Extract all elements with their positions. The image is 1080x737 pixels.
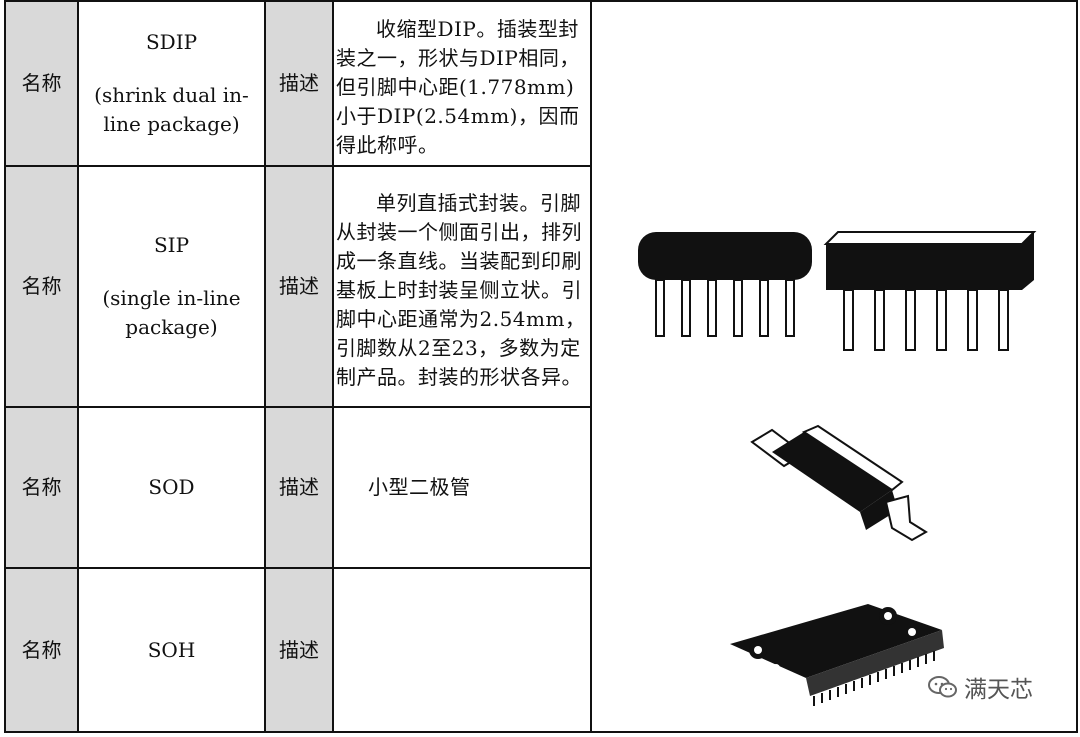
package-illustrations	[638, 231, 1037, 706]
description-text: 小型二极管	[368, 475, 471, 499]
package-name-cell: SIP (single in-line package)	[77, 165, 266, 408]
table-row: 名称 SOD 描述 小型二极管	[4, 406, 1077, 569]
desc-label: 描述	[264, 567, 334, 733]
package-full-name: (shrink dual in-line package)	[94, 83, 249, 136]
package-code: SOH	[147, 637, 196, 662]
description-cell	[332, 567, 592, 733]
table-row: 名称 SDIP (shrink dual in-line package) 描述…	[4, 0, 1078, 733]
description-cell: 单列直插式封装。引脚从封装一个侧面引出，排列成一条直线。当装配到印刷基板上时封装…	[332, 165, 592, 408]
image-cell	[590, 0, 1078, 733]
name-label: 名称	[4, 567, 79, 733]
soh-package-illustration	[730, 604, 944, 706]
desc-label: 描述	[264, 406, 334, 569]
package-name-cell: SOD	[77, 406, 266, 569]
package-code: SOD	[148, 475, 195, 499]
sip-package-illustration	[638, 231, 1037, 351]
package-full-name: (single in-line package)	[102, 286, 241, 339]
name-label: 名称	[4, 0, 79, 167]
desc-label: 描述	[264, 0, 334, 167]
package-code: SIP	[153, 233, 190, 257]
package-code: SDIP	[145, 30, 198, 54]
package-name-cell: SDIP (shrink dual in-line package)	[77, 0, 266, 167]
desc-label: 描述	[264, 165, 334, 408]
description-text: 单列直插式封装。引脚从封装一个侧面引出，排列成一条直线。当装配到印刷基板上时封装…	[336, 191, 586, 389]
sod-diode-illustration	[750, 424, 928, 542]
name-label: 名称	[4, 406, 79, 569]
package-table: 名称 SDIP (shrink dual in-line package) 描述…	[4, 0, 1078, 733]
watermark: 满天芯	[928, 670, 1033, 704]
description-text: 收缩型DIP。插装型封装之一，形状与DIP相同，但引脚中心距(1.778mm)小…	[336, 17, 580, 157]
description-cell: 小型二极管	[332, 406, 592, 569]
table-row: 名称 SIP (single in-line package) 描述 单列直插式…	[4, 165, 1077, 408]
description-text	[334, 646, 590, 654]
name-label: 名称	[4, 165, 79, 408]
watermark-text: 满天芯	[964, 677, 1033, 703]
description-cell: 收缩型DIP。插装型封装之一，形状与DIP相同，但引脚中心距(1.778mm)小…	[332, 0, 592, 167]
package-name-cell: SOH	[77, 567, 266, 733]
table-row: 名称 SOH 描述	[4, 567, 1077, 733]
wechat-icon	[928, 676, 957, 698]
